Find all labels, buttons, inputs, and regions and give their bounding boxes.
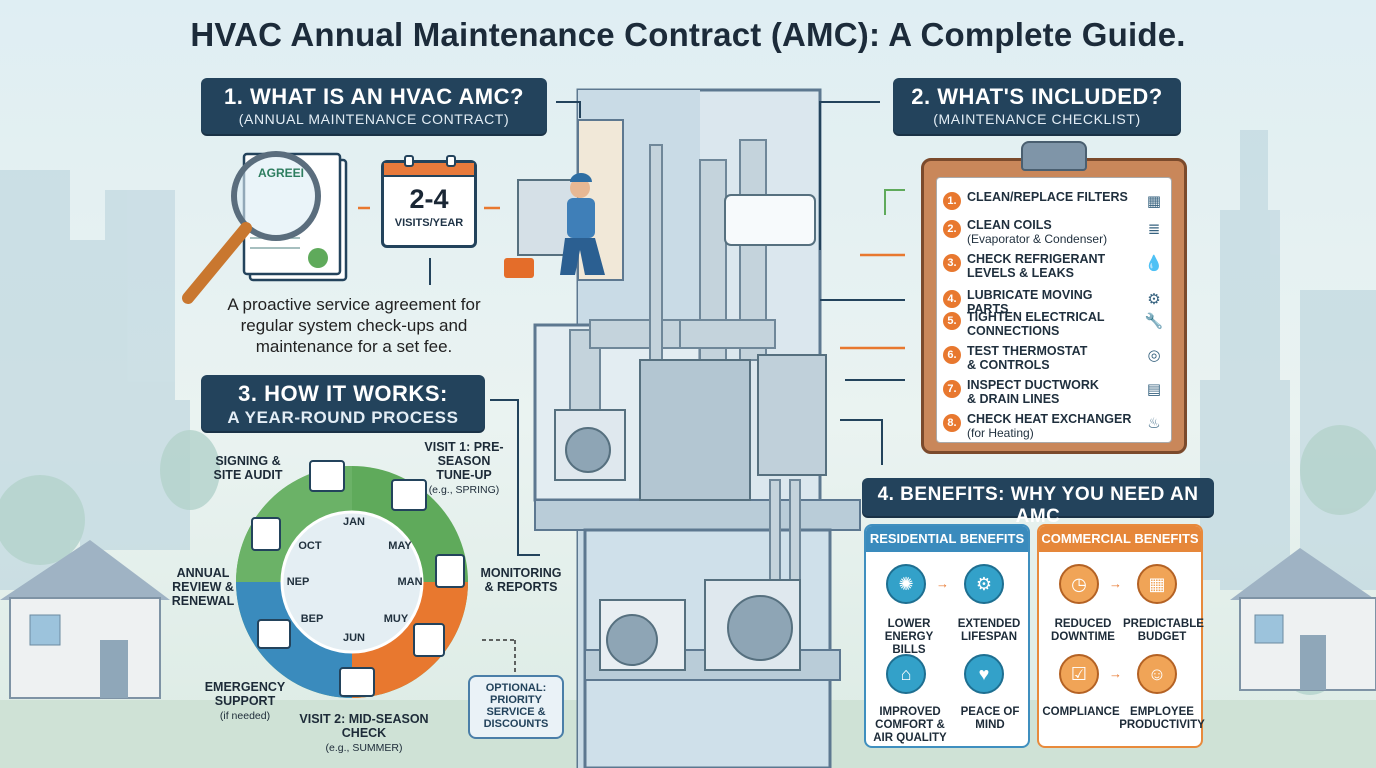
section2-banner: 2. WHAT'S INCLUDED? (MAINTENANCE CHECKLI…	[893, 78, 1181, 134]
checklist-item: 1. CLEAN/REPLACE FILTERS ▦	[943, 190, 1169, 222]
checklist-text: CLEAN COILS(Evaporator & Condenser)	[967, 218, 1108, 246]
magnifier-agreement-icon	[174, 150, 354, 310]
checklist-paper: 1. CLEAN/REPLACE FILTERS ▦ 2. CLEAN COIL…	[936, 177, 1172, 443]
step-annual-review: ANNUAL REVIEW & RENEWAL	[171, 566, 235, 608]
checklist-icon: ☑	[1059, 654, 1099, 694]
coil-icon: ≣	[1147, 221, 1161, 238]
benefit-label: COMPLIANCE	[1042, 706, 1120, 718]
checklist-number: 7.	[943, 380, 961, 398]
droplet-icon: 💧	[1144, 255, 1164, 272]
month-label: MAY	[388, 540, 412, 552]
section4-banner: 4. BENEFITS: WHY YOU NEED AN AMC	[862, 478, 1214, 527]
residential-benefits-title: RESIDENTIAL BENEFITS	[866, 526, 1028, 552]
amc-description: A proactive service agreement for regula…	[227, 295, 481, 356]
checklist-item: 6. TEST THERMOSTAT& CONTROLS ◎	[943, 344, 1169, 376]
benefit-label: REDUCED DOWNTIME	[1051, 618, 1115, 643]
benefit-label: PREDICTABLE BUDGET	[1123, 618, 1204, 643]
section2-subheading: (MAINTENANCE CHECKLIST)	[933, 111, 1141, 127]
calendar-header-bar	[384, 163, 474, 177]
duct-icon: ▤	[1146, 381, 1162, 398]
section4-heading: 4. BENEFITS: WHY YOU NEED AN AMC	[877, 484, 1199, 527]
clock-icon: ◷	[1059, 564, 1099, 604]
calendar-visits-card: 2-4 VISITS/YEAR	[381, 155, 477, 248]
agreement-label: AGREEI	[258, 166, 305, 180]
house-icon: ⌂	[886, 654, 926, 694]
checklist-item: 8. CHECK HEAT EXCHANGER(for Heating) ♨	[943, 412, 1169, 444]
team-icon: ☺	[1137, 654, 1177, 694]
section3-banner: 3. HOW IT WORKS: A YEAR-ROUND PROCESS	[201, 375, 485, 431]
checklist-text: INSPECT DUCTWORK& DRAIN LINES	[967, 378, 1099, 406]
calendar-ring	[404, 155, 414, 167]
section2-heading: 2. WHAT'S INCLUDED?	[911, 84, 1163, 109]
thermostat-icon: ◎	[1147, 347, 1161, 364]
clipboard-clip	[1021, 141, 1087, 171]
section3-subheading: A YEAR-ROUND PROCESS	[227, 408, 459, 427]
section1-subheading: (ANNUAL MAINTENANCE CONTRACT)	[238, 111, 510, 127]
step-visit1: VISIT 1: PRE-SEASON TUNE-UP(e.g., SPRING…	[424, 440, 504, 496]
section3-heading: 3. HOW IT WORKS:	[238, 381, 448, 406]
checklist-number: 8.	[943, 414, 961, 432]
month-label: OCT	[298, 540, 322, 552]
heart-head-icon: ♥	[964, 654, 1004, 694]
step-emergency: EMERGENCY SUPPORT(if needed)	[204, 680, 286, 722]
month-label: JUN	[342, 632, 365, 644]
step-visit2: VISIT 2: MID-SEASON CHECK(e.g., SUMMER)	[299, 712, 429, 754]
checklist-number: 4.	[943, 290, 961, 308]
gear-icon: ⚙	[964, 564, 1004, 604]
checklist-number: 3.	[943, 254, 961, 272]
month-label: NEP	[286, 576, 310, 588]
arrow-icon: →	[1109, 576, 1122, 591]
calendar-icon: ▦	[1137, 564, 1177, 604]
checklist-text: CHECK HEAT EXCHANGER(for Heating)	[967, 412, 1132, 440]
benefit-label: PEACE OF MIND	[960, 706, 1020, 731]
checklist-number: 6.	[943, 346, 961, 364]
arrow-icon: →	[936, 576, 949, 591]
commercial-benefits-panel: COMMERCIAL BENEFITS ◷ → ▦ REDUCED DOWNTI…	[1037, 524, 1205, 748]
visits-per-year-label: VISITS/YEAR	[394, 217, 464, 229]
optional-priority-box: OPTIONAL: PRIORITY SERVICE & DISCOUNTS	[468, 675, 564, 739]
section1-heading: 1. WHAT IS AN HVAC AMC?	[224, 84, 524, 109]
checklist-item: 4. LUBRICATE MOVING PARTS ⚙	[943, 288, 1169, 320]
step-monitoring: MONITORING & REPORTS	[480, 566, 562, 594]
arrow-icon: →	[1109, 666, 1122, 681]
month-label: BEP	[300, 613, 324, 625]
checklist-item: 7. INSPECT DUCTWORK& DRAIN LINES ▤	[943, 378, 1169, 410]
residential-benefits-panel: RESIDENTIAL BENEFITS ✺ → ⚙ LOWER ENERGY …	[864, 524, 1030, 748]
month-label: MAN	[397, 576, 423, 588]
step-signing-audit: SIGNING & SITE AUDIT	[213, 454, 283, 482]
oil-can-icon: ⚙	[1147, 291, 1161, 308]
checklist-number: 2.	[943, 220, 961, 238]
wrench-icon: 🔧	[1144, 313, 1164, 330]
benefit-label: EMPLOYEE PRODUCTIVITY	[1119, 706, 1205, 731]
month-label: JAN	[342, 516, 365, 528]
lightbulb-icon: ✺	[886, 564, 926, 604]
checklist-number: 1.	[943, 192, 961, 210]
page-title: HVAC Annual Maintenance Contract (AMC): …	[190, 16, 1186, 53]
commercial-benefits-title: COMMERCIAL BENEFITS	[1039, 526, 1201, 552]
checklist-number: 5.	[943, 312, 961, 330]
section1-banner: 1. WHAT IS AN HVAC AMC? (ANNUAL MAINTENA…	[201, 78, 547, 134]
filter-icon: ▦	[1146, 193, 1162, 210]
benefit-label: LOWER ENERGY BILLS	[884, 618, 934, 656]
benefit-label: EXTENDED LIFESPAN	[957, 618, 1021, 643]
checklist-text: CLEAN/REPLACE FILTERS	[967, 190, 1128, 204]
checklist-clipboard: 1. CLEAN/REPLACE FILTERS ▦ 2. CLEAN COIL…	[921, 141, 1187, 454]
month-label: MUY	[383, 613, 409, 625]
visits-per-year-value: 2-4	[409, 184, 449, 214]
heat-exchanger-icon: ♨	[1147, 415, 1161, 432]
checklist-item: 2. CLEAN COILS(Evaporator & Condenser) ≣	[943, 218, 1169, 250]
checklist-text: TEST THERMOSTAT& CONTROLS	[967, 344, 1088, 372]
calendar-ring	[446, 155, 456, 167]
benefit-label: IMPROVED COMFORT & AIR QUALITY	[873, 706, 947, 744]
checklist-text: LUBRICATE MOVING PARTS	[967, 288, 1093, 316]
